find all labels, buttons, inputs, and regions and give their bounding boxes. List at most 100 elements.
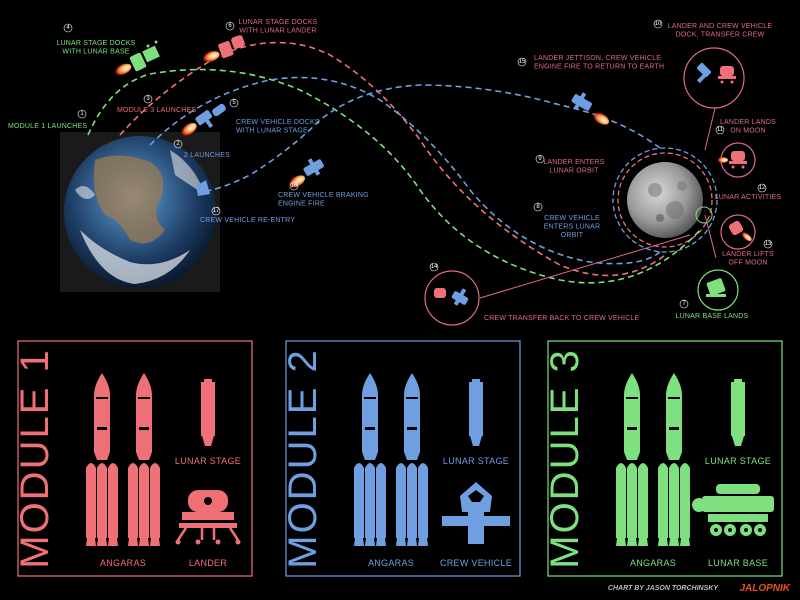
lander-icon [175,490,241,545]
step-label: MODULE 1 LAUNCHES [8,123,87,130]
module-frame [547,340,783,577]
step-label: LANDER LANDS [720,119,776,126]
step-2: 22 LAUNCHES [173,139,230,159]
step-number: 4 [66,25,70,31]
step-number: 17 [213,208,220,214]
step-number: 6 [228,23,232,29]
angara-rocket-icon [658,373,690,546]
step-number: 3 [146,96,150,102]
step-number: 7 [682,301,686,307]
step-number-circle [715,125,725,135]
module-title: MODULE 1 [13,348,57,569]
crew-vehicle-icon [442,482,510,544]
step-label: ON MOON [730,128,766,135]
module-frame [17,340,253,577]
step-label: LUNAR STAGE DOCKS [56,40,135,47]
lunar-stage-label: LUNAR STAGE [705,456,771,466]
step-label: LUNAR BASE LANDS [676,313,749,320]
step-label: ENTERS LUNAR [544,224,600,231]
lunar-activities-marker-12 [695,206,713,224]
trajectory-paths [87,41,701,284]
step-label: WITH LUNAR LANDER [239,28,316,35]
step-number: 11 [717,127,724,133]
rockets-label: ANGARAS [100,558,146,568]
step-number: 5 [232,100,236,106]
payload-label: CREW VEHICLE [440,558,512,568]
module-panel-1: MODULE 1 ANGARAS LUNAR STAGE LANDER [13,340,253,577]
module-frame [285,340,521,577]
step-number-circle [211,206,221,216]
lander-circle-11 [716,142,756,178]
angara-rocket-icon [396,373,428,546]
lunar-base-icon [692,484,774,536]
crew-vehicle-icon-15 [571,92,610,125]
step-label: CREW VEHICLE [544,215,600,222]
step-label: OFF MOON [728,260,767,267]
step-label: ENGINE FIRE TO RETURN TO EARTH [534,64,664,71]
step-number-circle [173,139,183,149]
angara-rocket-icon [354,373,386,546]
payload-label: LANDER [189,558,228,568]
lunar-base-circle-7 [697,269,739,311]
step-number-circle [225,21,235,31]
step-label: LANDER AND CREW VEHICLE [668,23,773,30]
step-number-circle [143,94,153,104]
docking-circle-10 [683,47,745,109]
step-number-circle [429,262,439,272]
step-number: 12 [759,185,766,191]
module1-trajectory [119,41,666,277]
step-number-circle [535,154,545,164]
lunar-stage-icon-4 [112,40,160,77]
step-label: CREW VEHICLE DOCKS [236,119,320,126]
step-label: CREW VEHICLE BRAKING [278,192,369,199]
crew-vehicle-icon-5 [179,103,226,138]
step-label: ORBIT [561,232,584,239]
angara-rocket-icon [128,373,160,546]
step-number: 16 [291,183,298,189]
step-number-circle [763,239,773,249]
step-number-circle [229,98,239,108]
step-number: 10 [655,21,662,27]
step-number-circle [289,181,299,191]
earth-image [60,132,220,292]
return-trajectory [199,84,661,193]
step-label: MODULE 3 LAUNCHES [117,107,196,114]
module-title: MODULE 3 [543,348,587,569]
step-number-circle [517,57,527,67]
module2-trajectory [149,76,661,265]
step-number-circle [757,183,767,193]
step-label: CREW VEHICLE RE-ENTRY [200,217,295,224]
step-number: 14 [431,264,438,270]
step-number: 1 [80,111,84,117]
crew-vehicle-icon-17 [196,180,210,196]
step-number-circle [77,109,87,119]
lunar-stage-label: LUNAR STAGE [175,456,241,466]
lunar-stage-label: LUNAR STAGE [443,456,509,466]
step-number-circle [653,19,663,29]
lunar-stage-icon [469,379,483,446]
step-number: 9 [538,156,542,162]
step-number-circle [63,23,73,33]
angara-rocket-icon [86,373,118,546]
moon-image [612,147,718,253]
lunar-stage-icon [201,379,215,446]
step-number: 13 [765,241,772,247]
step-label: 2 LAUNCHES [184,152,230,159]
